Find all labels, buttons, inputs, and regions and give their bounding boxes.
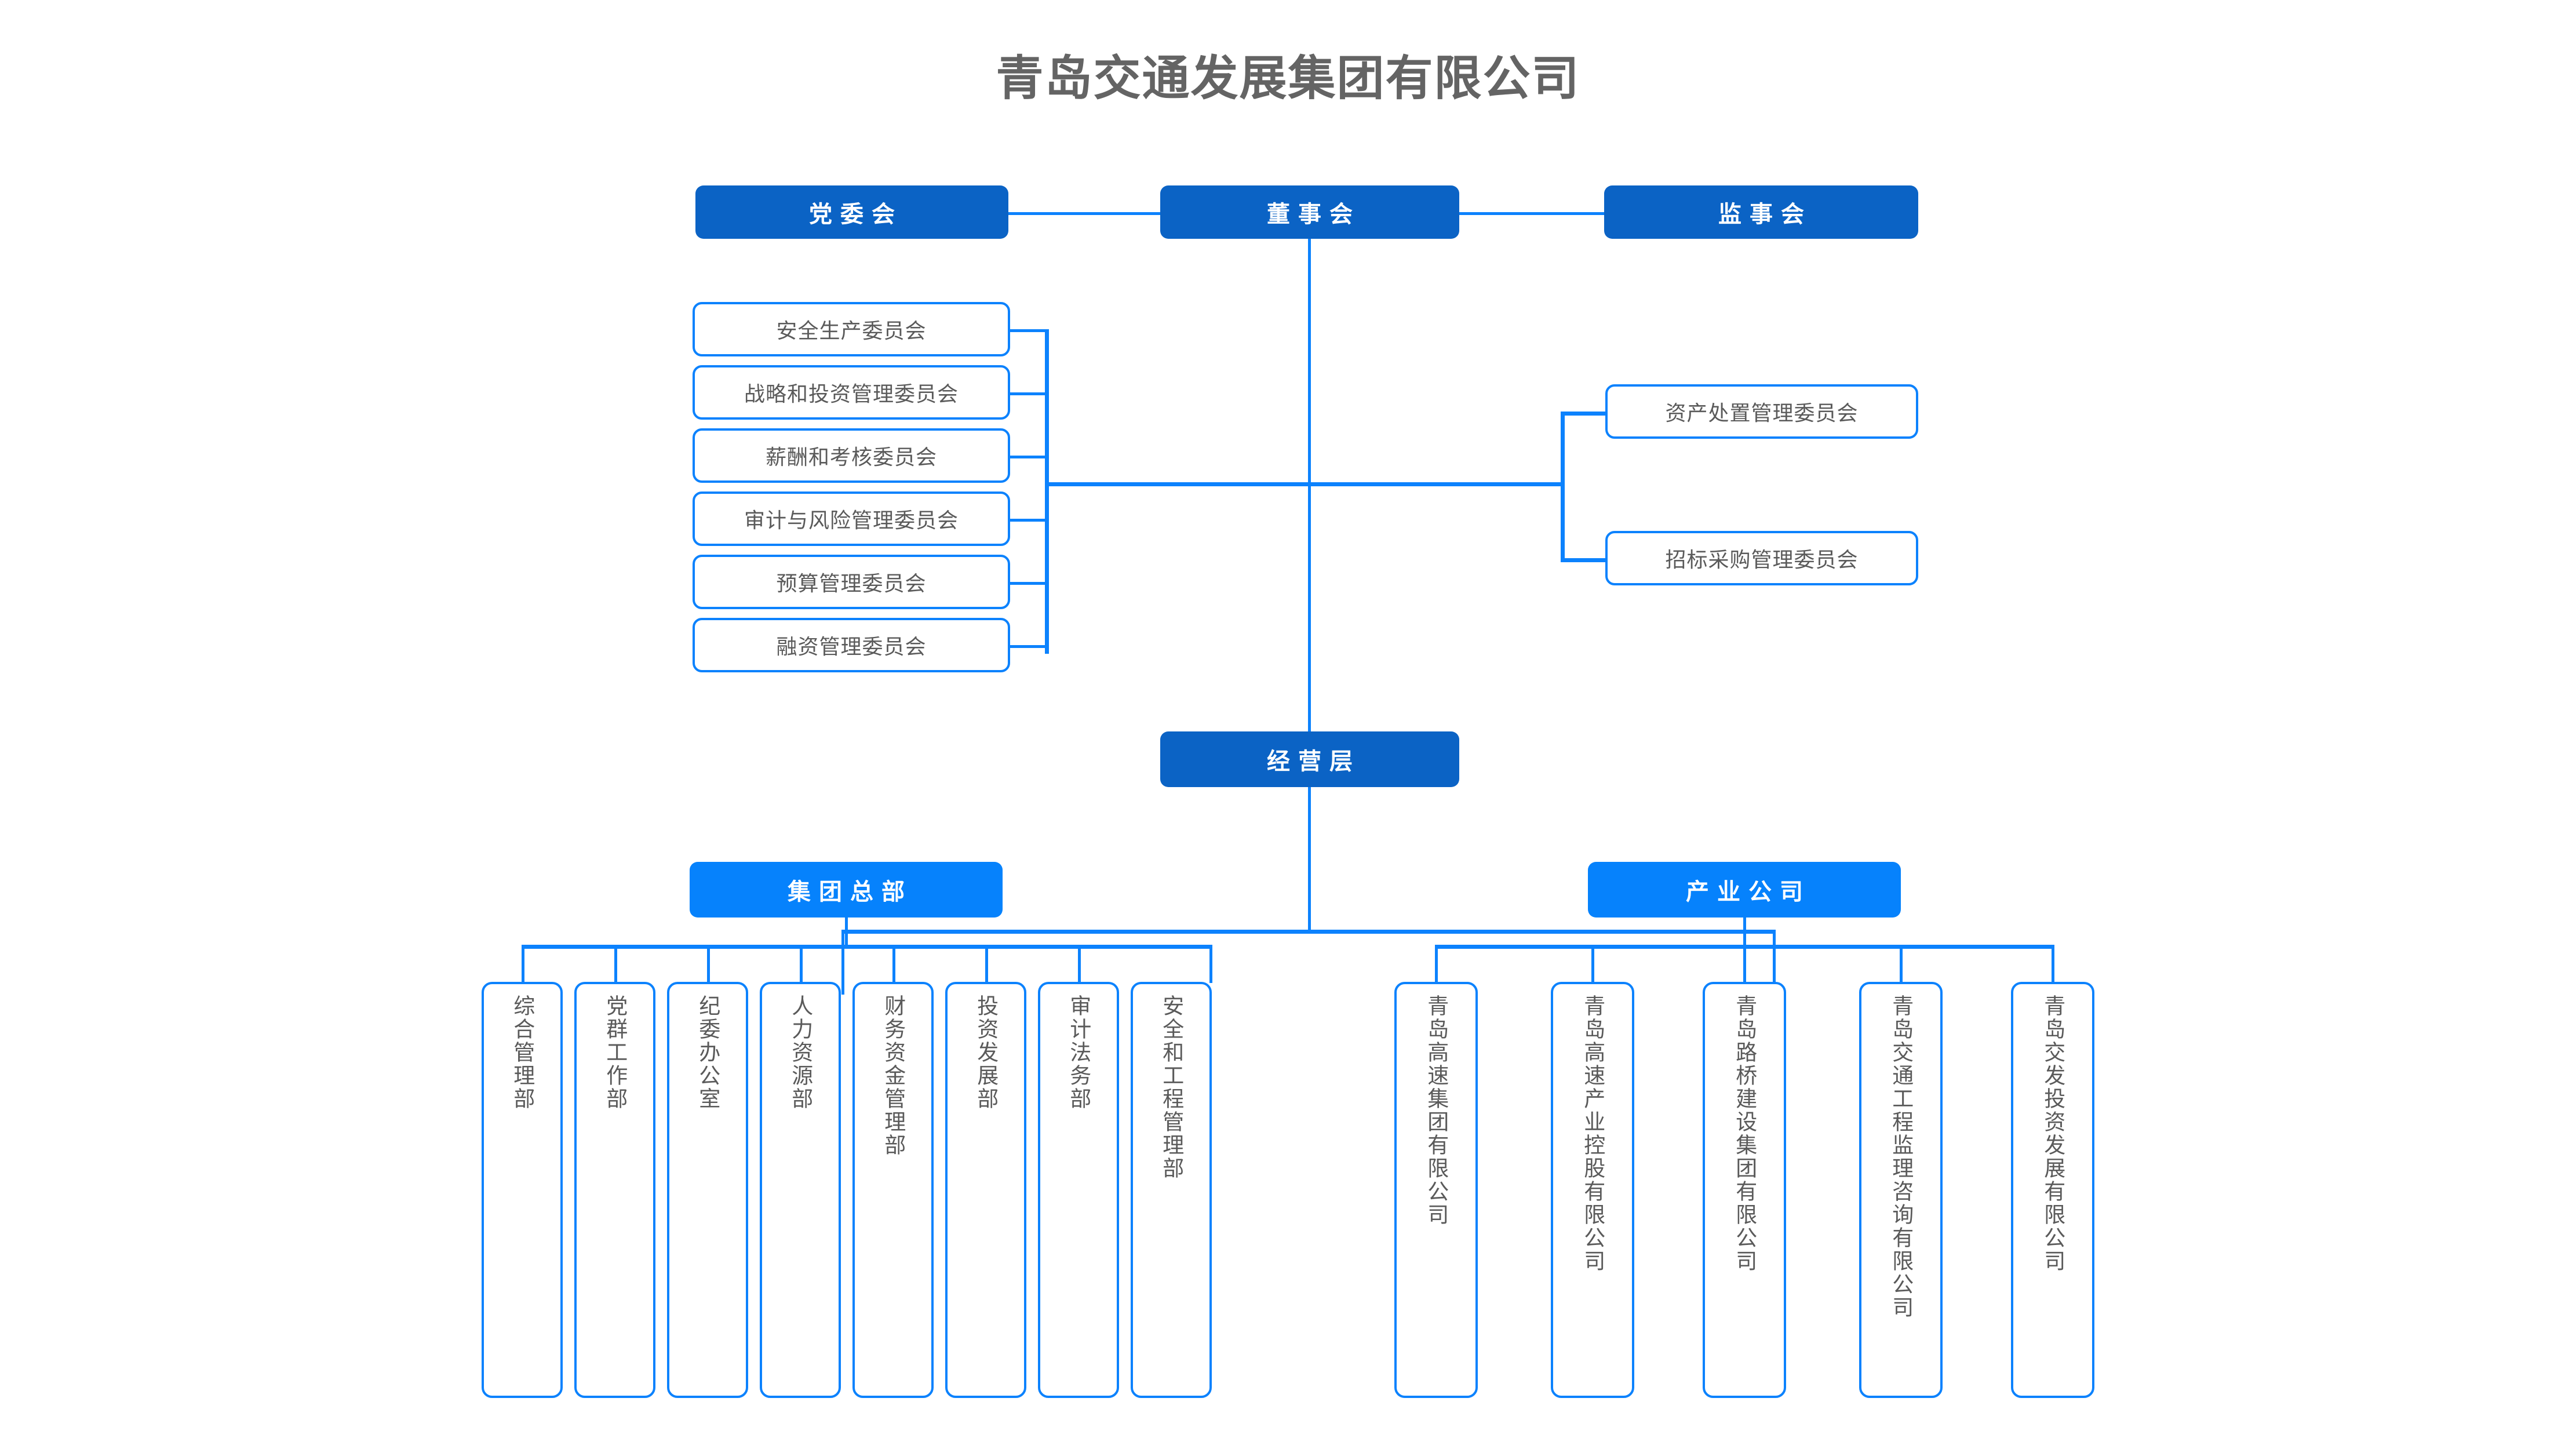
committee-strategy-investment[interactable]: 战略和投资管理委员会 bbox=[693, 365, 1010, 420]
node-board-of-supervisors[interactable]: 监事会 bbox=[1604, 185, 1918, 239]
drop-subsidiary-3 bbox=[1743, 945, 1746, 983]
stub-left-committee-3 bbox=[1008, 456, 1047, 458]
split-bar-management bbox=[841, 930, 1776, 934]
stub-left-committee-4 bbox=[1008, 519, 1047, 522]
drop-subsidiary-2 bbox=[1591, 945, 1594, 983]
drop-department-5 bbox=[892, 945, 895, 983]
drop-department-4 bbox=[800, 945, 803, 983]
node-group-headquarters[interactable]: 集团总部 bbox=[690, 862, 1003, 918]
connector-party-to-board bbox=[1008, 212, 1160, 215]
subsidiary-qingdao-expressway-industrial-holding[interactable]: 青岛高速产业控股有限公司 bbox=[1551, 982, 1634, 1398]
subsidiary-qingdao-expressway-group[interactable]: 青岛高速集团有限公司 bbox=[1394, 982, 1478, 1398]
drop-department-8 bbox=[1209, 945, 1212, 983]
department-safety-engineering[interactable]: 安全和工程管理部 bbox=[1131, 982, 1212, 1398]
stub-right-committee-2 bbox=[1561, 558, 1607, 562]
drop-subsidiary-1 bbox=[1435, 945, 1438, 983]
node-industry-companies[interactable]: 产业公司 bbox=[1588, 862, 1901, 918]
drop-subsidiary-4 bbox=[1900, 945, 1903, 983]
committee-safety-production[interactable]: 安全生产委员会 bbox=[693, 302, 1010, 356]
stub-left-committee-2 bbox=[1008, 392, 1047, 395]
drop-subsidiary-5 bbox=[2052, 945, 2054, 983]
drop-department-3 bbox=[707, 945, 710, 983]
stub-left-committee-1 bbox=[1008, 329, 1047, 332]
node-management-level[interactable]: 经营层 bbox=[1160, 731, 1459, 787]
stub-right-committee-1 bbox=[1561, 412, 1607, 416]
department-human-resources[interactable]: 人力资源部 bbox=[760, 982, 841, 1398]
committee-bidding-procurement[interactable]: 招标采购管理委员会 bbox=[1605, 531, 1918, 585]
department-bus bbox=[522, 945, 1212, 949]
subsidiary-qingdao-transport-engineering-supervision[interactable]: 青岛交通工程监理咨询有限公司 bbox=[1859, 982, 1943, 1398]
spine-to-right-bus bbox=[1309, 482, 1564, 486]
department-finance-funds[interactable]: 财务资金管理部 bbox=[852, 982, 934, 1398]
department-investment-development[interactable]: 投资发展部 bbox=[945, 982, 1026, 1398]
page-title: 青岛交通发展集团有限公司 bbox=[996, 52, 1580, 105]
drop-department-2 bbox=[614, 945, 617, 983]
committee-financing-management[interactable]: 融资管理委员会 bbox=[693, 618, 1010, 672]
stem-headquarters bbox=[845, 918, 848, 946]
drop-department-1 bbox=[522, 945, 524, 983]
department-party-mass-work[interactable]: 党群工作部 bbox=[574, 982, 655, 1398]
drop-to-industry-companies bbox=[1773, 930, 1776, 995]
drop-department-6 bbox=[985, 945, 988, 983]
subsidiary-qingdao-jiaofa-investment-development[interactable]: 青岛交发投资发展有限公司 bbox=[2011, 982, 2094, 1398]
spine-board-to-management bbox=[1308, 238, 1311, 753]
right-committee-bus bbox=[1561, 412, 1565, 562]
node-party-committee[interactable]: 党委会 bbox=[695, 185, 1008, 239]
committee-asset-disposal[interactable]: 资产处置管理委员会 bbox=[1605, 384, 1918, 439]
spine-management-to-split bbox=[1308, 787, 1311, 932]
committee-compensation-assessment[interactable]: 薪酬和考核委员会 bbox=[693, 428, 1010, 483]
node-board-of-directors[interactable]: 董事会 bbox=[1160, 185, 1459, 239]
stub-left-committee-6 bbox=[1008, 645, 1047, 648]
subsidiary-qingdao-road-bridge-construction-group[interactable]: 青岛路桥建设集团有限公司 bbox=[1703, 982, 1786, 1398]
left-committee-bus bbox=[1045, 329, 1049, 654]
stub-left-committee-5 bbox=[1008, 582, 1047, 585]
stem-industry-companies bbox=[1743, 918, 1746, 946]
committee-budget-management[interactable]: 预算管理委员会 bbox=[693, 555, 1010, 609]
department-discipline-office[interactable]: 纪委办公室 bbox=[667, 982, 748, 1398]
connector-board-to-supervisors bbox=[1459, 212, 1604, 215]
department-audit-legal[interactable]: 审计法务部 bbox=[1038, 982, 1119, 1398]
committee-audit-risk[interactable]: 审计与风险管理委员会 bbox=[693, 492, 1010, 546]
drop-department-7 bbox=[1078, 945, 1081, 983]
department-general-management[interactable]: 综合管理部 bbox=[482, 982, 563, 1398]
left-bus-to-spine bbox=[1045, 482, 1310, 486]
drop-to-headquarters bbox=[841, 930, 844, 995]
